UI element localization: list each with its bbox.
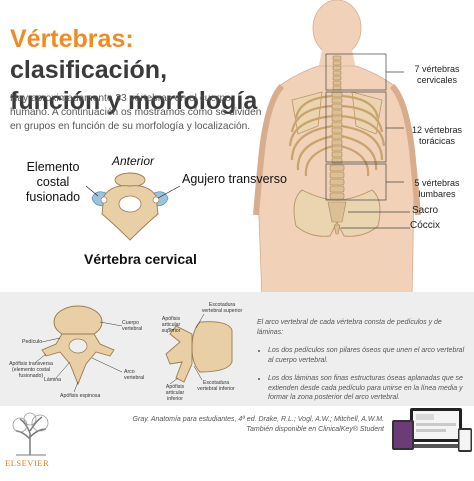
spine-column (327, 55, 347, 235)
rib-cage (288, 94, 386, 177)
elsevier-logo-text: ELSEVIER (5, 458, 50, 468)
intro-text: Hay aproximadamente 33 vértebras en el c… (10, 93, 262, 132)
citation-line-2: También disponible en ClinicalKey® Stude… (246, 425, 384, 433)
superior-articular-label: Apófisis articular superior (161, 316, 181, 334)
anterior-label: Anterior (112, 154, 155, 168)
superior-view-vertebra (35, 305, 123, 393)
inferior-articular-label: Apófisis articular inferior (165, 384, 185, 402)
transverse-process-label: Apófisis transversa (elemento costal fus… (9, 361, 53, 379)
top-illustrations: Anterior Elemento costal fusionado Aguje… (25, 0, 470, 300)
page-title: Vértebras: clasificación, función y morf… (10, 24, 260, 117)
cervical-vertebra (85, 172, 181, 241)
segment-line2: torácicas (418, 135, 455, 146)
cervical-caption: Vértebra cervical (84, 251, 197, 267)
segment-line1: 12 vértebras (411, 125, 463, 135)
left-transverse-foramen (100, 196, 108, 204)
panel-illustrations (35, 305, 233, 393)
lateral-arch (165, 325, 193, 383)
vertebral-arch-shape (41, 333, 115, 386)
transverse-foramen-label: Agujero transverso (182, 172, 287, 186)
segment-label-sacro: Sacro (412, 205, 439, 216)
vertebral-body (53, 305, 103, 339)
costal-leader-line (85, 185, 99, 197)
title-rest: clasificación, función y morfología (10, 56, 258, 115)
lateral-leader-lines (167, 313, 205, 385)
arch-description: El arco vertebral de cada vértebra const… (257, 318, 469, 412)
costal-element-label: Elemento costal fusionado (25, 160, 81, 204)
back-figure (253, 0, 421, 300)
segment-line1: 7 vértebras (414, 64, 460, 74)
illustration-canvas (85, 0, 421, 300)
inferior-notch-label: Escotadura vertebral inferior (197, 380, 235, 392)
lateral-body (191, 321, 233, 373)
arch-description-list: Los dos pedículos son pilares óseos que … (257, 346, 469, 403)
left-arm-shape (253, 83, 285, 216)
cervical-arch (101, 185, 159, 241)
segment-label-cervicales: 7 vértebras cervicales (404, 64, 470, 85)
segment-label-lumbares: 5 vértebras lumbares (404, 178, 470, 199)
vertebral-foramen (118, 195, 142, 213)
citation-line-1: Gray. Anatomía para estudiantes, 4ª ed. … (132, 416, 384, 423)
body-label: Cuerpo vertebral (122, 320, 143, 332)
arch-description-intro: El arco vertebral de cada vértebra const… (257, 319, 442, 336)
segment-label-toracicas: 12 vértebras torácicas (404, 125, 470, 146)
segment-label-coccix: Cóccix (410, 220, 441, 231)
arch-label: Arco vertebral (124, 369, 145, 381)
segment-line2: cervicales (416, 74, 457, 85)
segment-line1: 5 vértebras (414, 178, 460, 188)
panel-leader-lines (35, 321, 123, 393)
devices-icon (392, 408, 472, 452)
segment-brackets (325, 53, 410, 229)
lateral-view-vertebra (165, 313, 233, 385)
right-transverse-foramen (152, 196, 160, 204)
segment-line2: lumbares (418, 188, 456, 199)
pedicle-label: Pedículo (22, 339, 43, 345)
list-item: Los dos láminas son finas estructuras ós… (268, 374, 469, 403)
elsevier-tree-icon (8, 409, 54, 457)
head-shape (312, 0, 362, 57)
book-citation: Gray. Anatomía para estudiantes, 4ª ed. … (80, 415, 384, 434)
right-arm-shape (389, 83, 421, 216)
list-item: Los dos pedículos son pilares óseos que … (268, 346, 469, 365)
lamina-label: Lámina (44, 377, 62, 383)
title-accent: Vértebras: (10, 25, 134, 53)
panel-foramen (68, 338, 88, 354)
foramen-leader-line (157, 185, 181, 199)
vertebral-arch-panel: Cuerpo vertebral Pedículo Apófisis trans… (0, 292, 474, 406)
spinous-process-label: Apófisis espinosa (60, 393, 101, 399)
cervical-body (114, 172, 146, 188)
superior-notch-label: Escotadura vertebral superior (201, 302, 243, 314)
footer: ELSEVIER Gray. Anatomía para estudiantes… (0, 406, 474, 481)
